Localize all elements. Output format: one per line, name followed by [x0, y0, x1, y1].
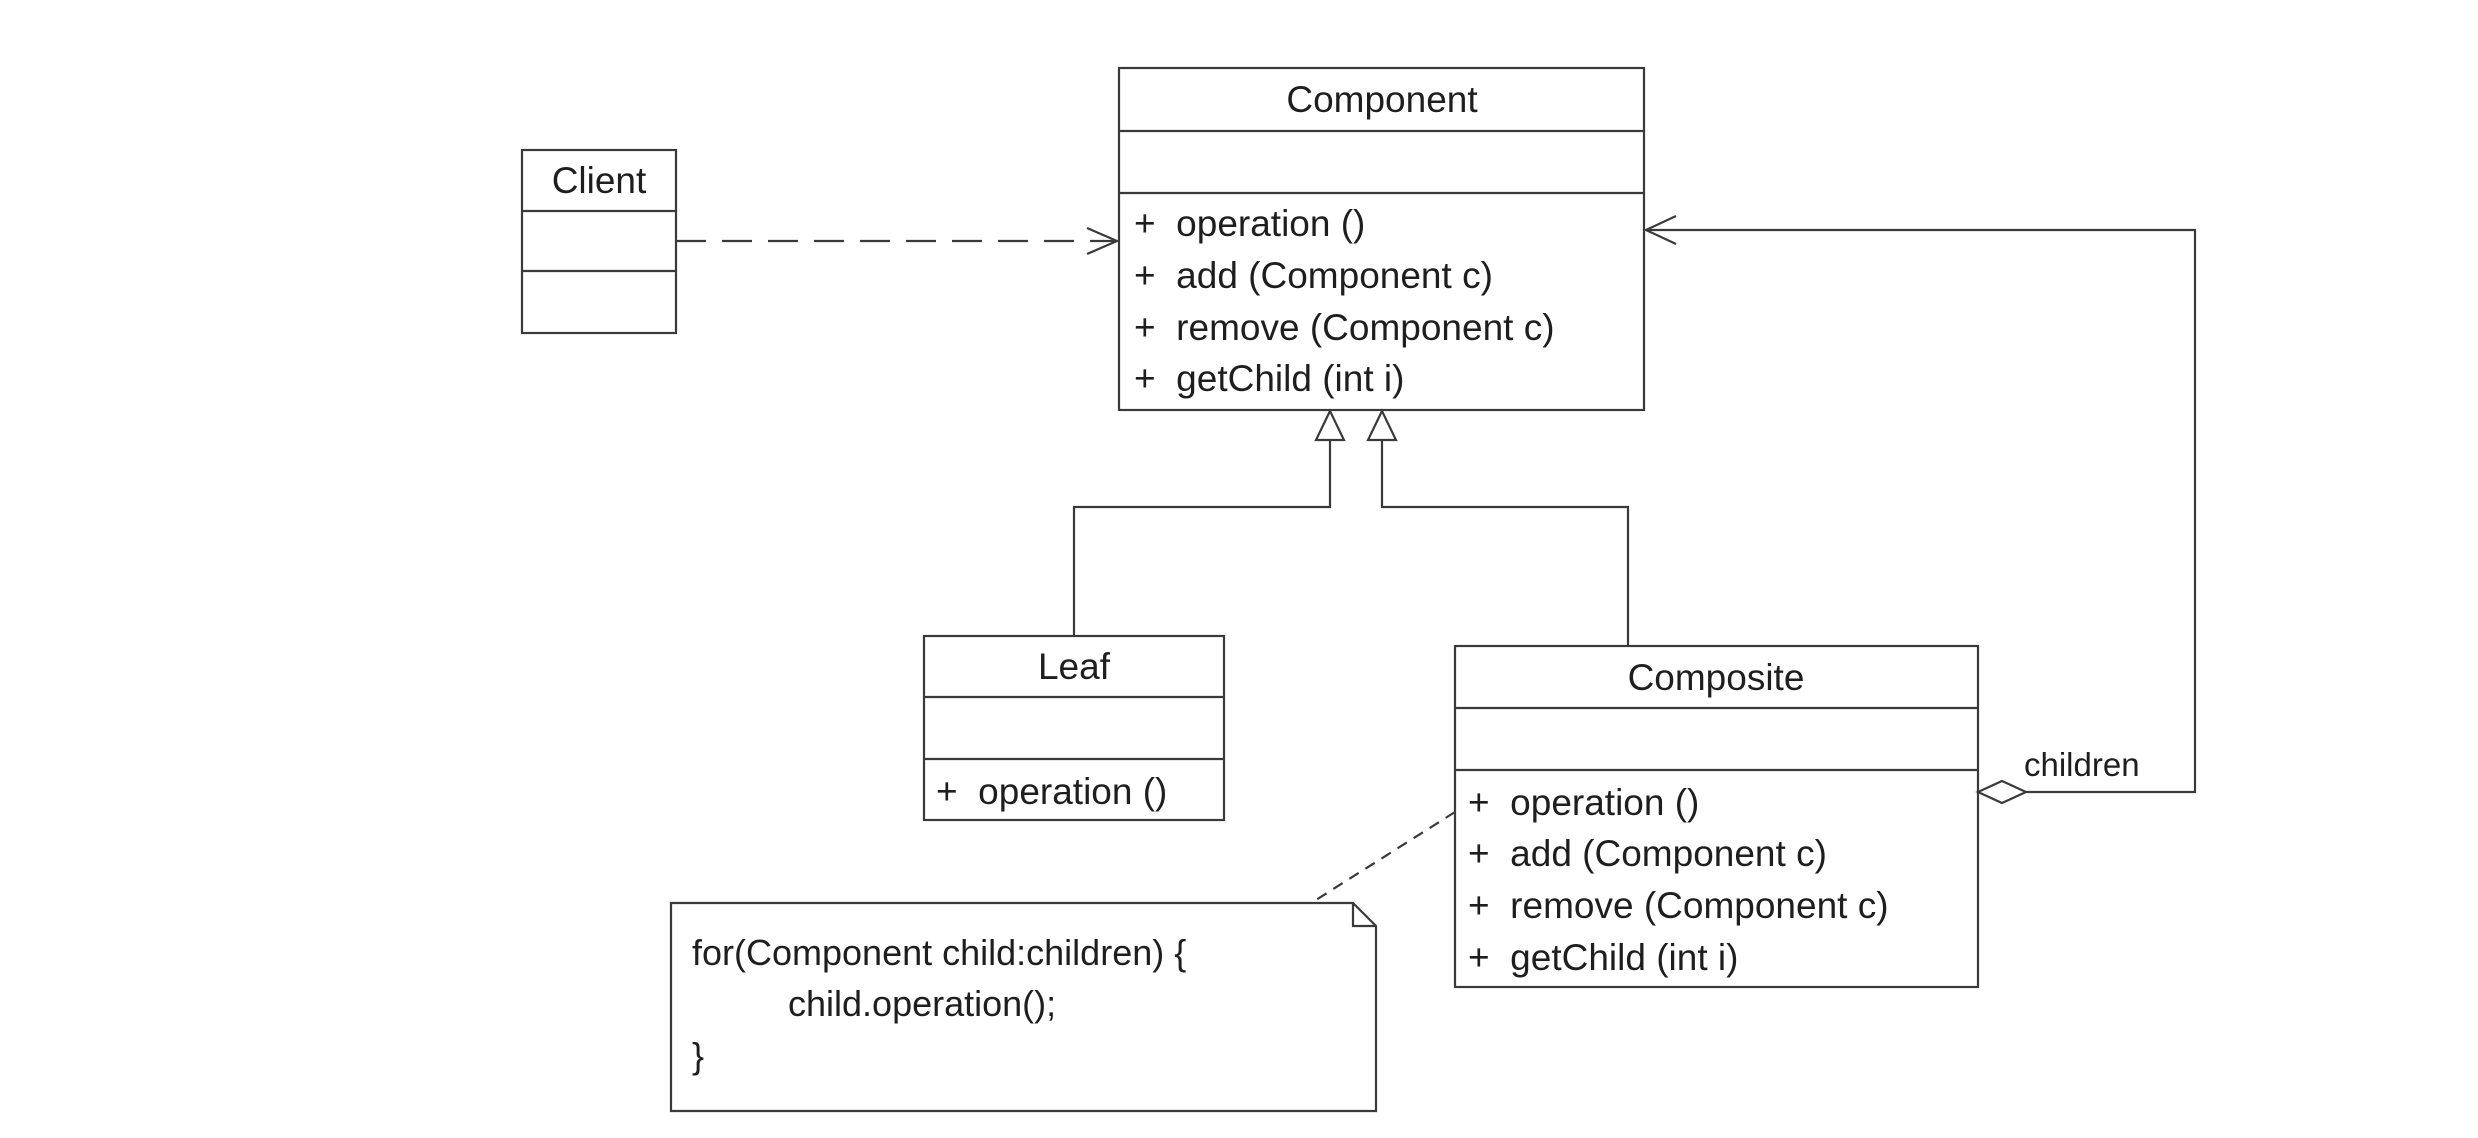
composite-op-remove: + remove (Component c)	[1468, 885, 1889, 926]
leaf-class-name: Leaf	[1038, 646, 1111, 687]
aggregation-diamond-icon	[1975, 779, 2029, 805]
aggregation-role-label: children	[2024, 746, 2140, 783]
dependency-arrow	[676, 226, 1120, 256]
component-op-getchild: + getChild (int i)	[1134, 358, 1404, 399]
client-class-name: Client	[552, 160, 647, 201]
composite-class-name: Composite	[1628, 657, 1805, 698]
client-class[interactable]: Client	[520, 148, 678, 335]
leaf-generalization	[1072, 408, 1346, 636]
composite-op-getchild: + getChild (int i)	[1468, 937, 1738, 978]
composite-generalization	[1366, 408, 1630, 646]
component-op-remove: + remove (Component c)	[1134, 307, 1555, 348]
generalization-triangle-icon	[1366, 408, 1398, 442]
component-class[interactable]: Component + operation () + add (Componen…	[1117, 66, 1646, 412]
leaf-class[interactable]: Leaf + operation ()	[922, 634, 1226, 822]
component-class-name: Component	[1286, 79, 1478, 120]
note-line-3: }	[692, 1035, 704, 1076]
generalization-triangle-icon	[1314, 408, 1346, 442]
code-note: for(Component child:children) { child.op…	[669, 811, 1456, 1113]
composite-class[interactable]: Composite + operation () + add (Componen…	[1453, 644, 1980, 989]
component-op-add: + add (Component c)	[1134, 255, 1493, 296]
children-aggregation: children	[1643, 215, 2197, 805]
composite-op-add: + add (Component c)	[1468, 833, 1827, 874]
composite-op-operation: + operation ()	[1468, 782, 1699, 823]
component-op-operation: + operation ()	[1134, 203, 1365, 244]
note-line-1: for(Component child:children) {	[692, 932, 1186, 973]
leaf-op-operation: + operation ()	[936, 771, 1167, 812]
note-line-2: child.operation();	[788, 983, 1056, 1024]
